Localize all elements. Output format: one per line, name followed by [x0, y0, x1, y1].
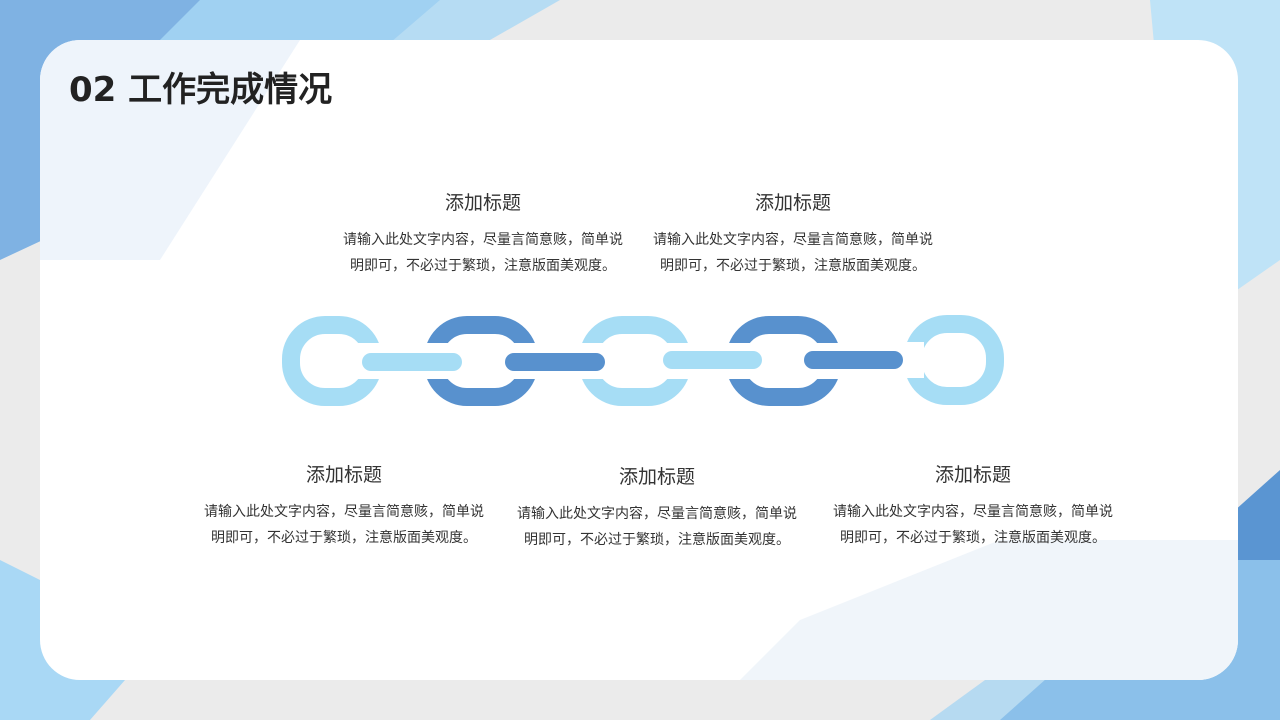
block-body: 请输入此处文字内容，尽量言简意赅，简单说明即可，不必过于繁琐，注意版面美观度。 [204, 504, 484, 546]
chain-bar-1 [362, 353, 462, 371]
block-heading: 添加标题 [305, 464, 382, 486]
block-body: 请输入此处文字内容，尽量言简意赅，简单说明即可，不必过于繁琐，注意版面美观度。 [833, 504, 1113, 546]
block-heading: 添加标题 [934, 464, 1011, 486]
block-heading: 添加标题 [618, 466, 695, 488]
text-block-3: 添加标题 请输入此处文字内容，尽量言简意赅，简单说明即可，不必过于繁琐，注意版面… [204, 460, 484, 551]
block-heading: 添加标题 [444, 192, 521, 214]
card-shading [40, 40, 1238, 680]
chain-bar-2 [505, 353, 605, 371]
chain-bar-3 [663, 351, 762, 369]
block-body: 请输入此处文字内容，尽量言简意赅，简单说明即可，不必过于繁琐，注意版面美观度。 [343, 232, 623, 274]
text-block-1: 添加标题 请输入此处文字内容，尽量言简意赅，简单说明即可，不必过于繁琐，注意版面… [343, 188, 623, 279]
text-block-2: 添加标题 请输入此处文字内容，尽量言简意赅，简单说明即可，不必过于繁琐，注意版面… [653, 188, 933, 279]
block-body: 请输入此处文字内容，尽量言简意赅，简单说明即可，不必过于繁琐，注意版面美观度。 [653, 232, 933, 274]
text-block-5: 添加标题 请输入此处文字内容，尽量言简意赅，简单说明即可，不必过于繁琐，注意版面… [833, 460, 1113, 551]
block-body: 请输入此处文字内容，尽量言简意赅，简单说明即可，不必过于繁琐，注意版面美观度。 [517, 506, 797, 548]
page-title: 02 工作完成情况 [69, 70, 333, 110]
text-block-4: 添加标题 请输入此处文字内容，尽量言简意赅，简单说明即可，不必过于繁琐，注意版面… [517, 462, 797, 553]
chain-bar-4 [804, 351, 903, 369]
block-heading: 添加标题 [754, 192, 831, 214]
